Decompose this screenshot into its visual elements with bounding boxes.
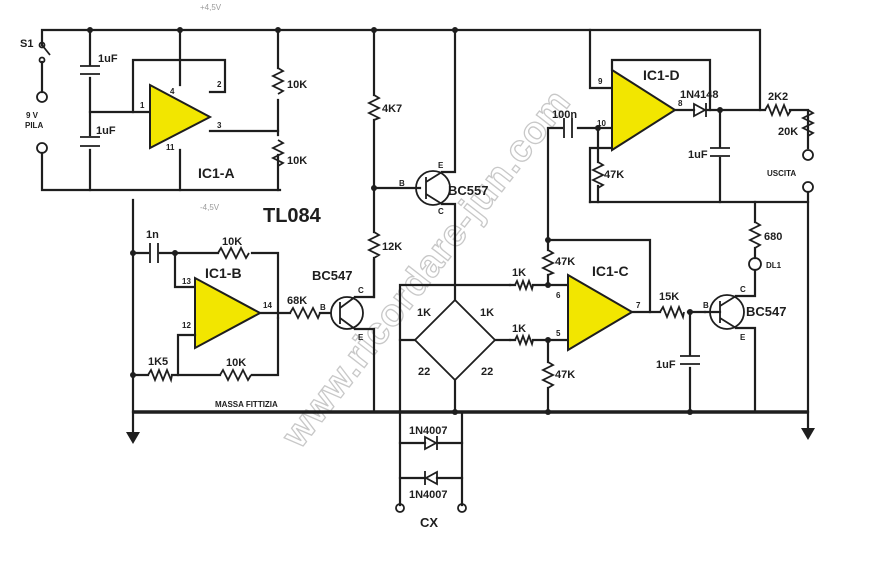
transistor-right-label: BC547 [746,304,786,319]
opamp-ic1-b [194,276,263,350]
res-c-bias1-label: 47K [555,256,575,268]
ic1-b-label: IC1-B [205,265,242,281]
pin-d-plus: 10 [597,119,606,128]
minus-rail-label: -4,5V [200,203,220,212]
ic1-a-label: IC1-A [198,165,235,181]
q-right-c: C [740,285,746,294]
pin-b-plus: 12 [182,321,191,330]
power-supply-section [36,28,457,192]
transistor-bc557 [415,28,457,287]
massa-fittizia-label: MASSA FITTIZIA [215,400,278,409]
cx-label: CX [420,515,438,530]
diode-1n4148-label: 1N4148 [680,89,719,101]
bridge-bl-label: 22 [418,366,430,378]
res-2k2-label: 2K2 [768,91,788,103]
battery-plus-terminal [36,91,48,103]
diode-d2-label: 1N4007 [409,489,448,501]
pin-a-minus: 2 [217,80,222,89]
led-label: DL1 [766,261,782,270]
battery-minus-terminal [36,142,48,154]
pot-20k-label: 20K [778,126,798,138]
opamp-ic1-c [567,273,634,352]
pin-a-out: 1 [140,101,145,110]
resistor-bridge [398,283,512,414]
cap-d-out-label: 1uF [688,149,708,161]
battery-label: PILA [25,121,43,130]
transistor-pnp-label: BC557 [448,183,488,198]
res-d-bias-label: 47K [604,169,624,181]
q-left-e: E [358,333,364,342]
bridge-tr-label: 1K [480,307,494,319]
q-pnp-c: C [438,207,444,216]
output-label: USCITA [767,169,796,178]
bridge-br-label: 22 [481,366,493,378]
cap-b-label: 1n [146,229,159,241]
res-15k-label: 15K [659,291,679,303]
res-c-bias2-label: 47K [555,369,575,381]
junction-dots [87,27,723,415]
bridge-tl-label: 1K [417,307,431,319]
led-dl1 [748,257,762,271]
q-right-e: E [740,333,746,342]
res-c-in2-label: 1K [512,323,526,335]
pin-a-plus: 3 [217,121,222,130]
res-fb-b-label: 10K [222,236,242,248]
ic1-b-section [131,198,332,414]
diode-d1-label: 1N4007 [409,425,448,437]
q-left-c: C [358,286,364,295]
chip-label: TL084 [263,205,322,227]
q-pnp-b: B [399,179,405,188]
res-div-top-label: 10K [287,79,307,91]
plus-rail-label: +4,5V [200,3,222,12]
transistor-left-label: BC547 [312,268,352,283]
cap-c-out-label: 1uF [656,359,676,371]
cap-c2-label: 1uF [96,125,116,137]
res-led-label: 680 [764,231,782,243]
q-left-b: B [320,303,326,312]
opamp-ic1-d [611,68,677,152]
battery-voltage-label: 9 V [26,111,39,120]
ic1-d-label: IC1-D [643,67,680,83]
res-in-b-label: 1K5 [148,356,168,368]
q-pnp-e: E [438,161,444,170]
res-68k-label: 68K [287,295,307,307]
cx-diodes [395,410,467,513]
q-right-b: B [703,301,709,310]
res-4k7-label: 4K7 [382,103,402,115]
pin-c-minus: 6 [556,291,561,300]
cap-d-in-label: 100n [552,109,577,121]
cap-c1-label: 1uF [98,53,118,65]
output-terminal [802,149,814,161]
res-gnd-b-label: 10K [226,357,246,369]
res-12k-label: 12K [382,241,402,253]
opamp-ic1-a [149,83,213,150]
pin-d-out: 8 [678,99,683,108]
pin-b-minus: 13 [182,277,191,286]
res-div-bot-label: 10K [287,155,307,167]
pin-a-vee: 11 [166,143,175,152]
pin-b-out: 14 [263,301,272,310]
pin-c-plus: 5 [556,329,561,338]
ic1-c-label: IC1-C [592,263,629,279]
pin-d-minus: 9 [598,77,603,86]
switch-label: S1 [20,38,33,50]
pin-a-vcc: 4 [170,87,175,96]
diode-1n4148 [693,102,707,118]
transistor-bc547-right [703,268,757,414]
res-c-in1-label: 1K [512,267,526,279]
pin-c-out: 7 [636,301,641,310]
